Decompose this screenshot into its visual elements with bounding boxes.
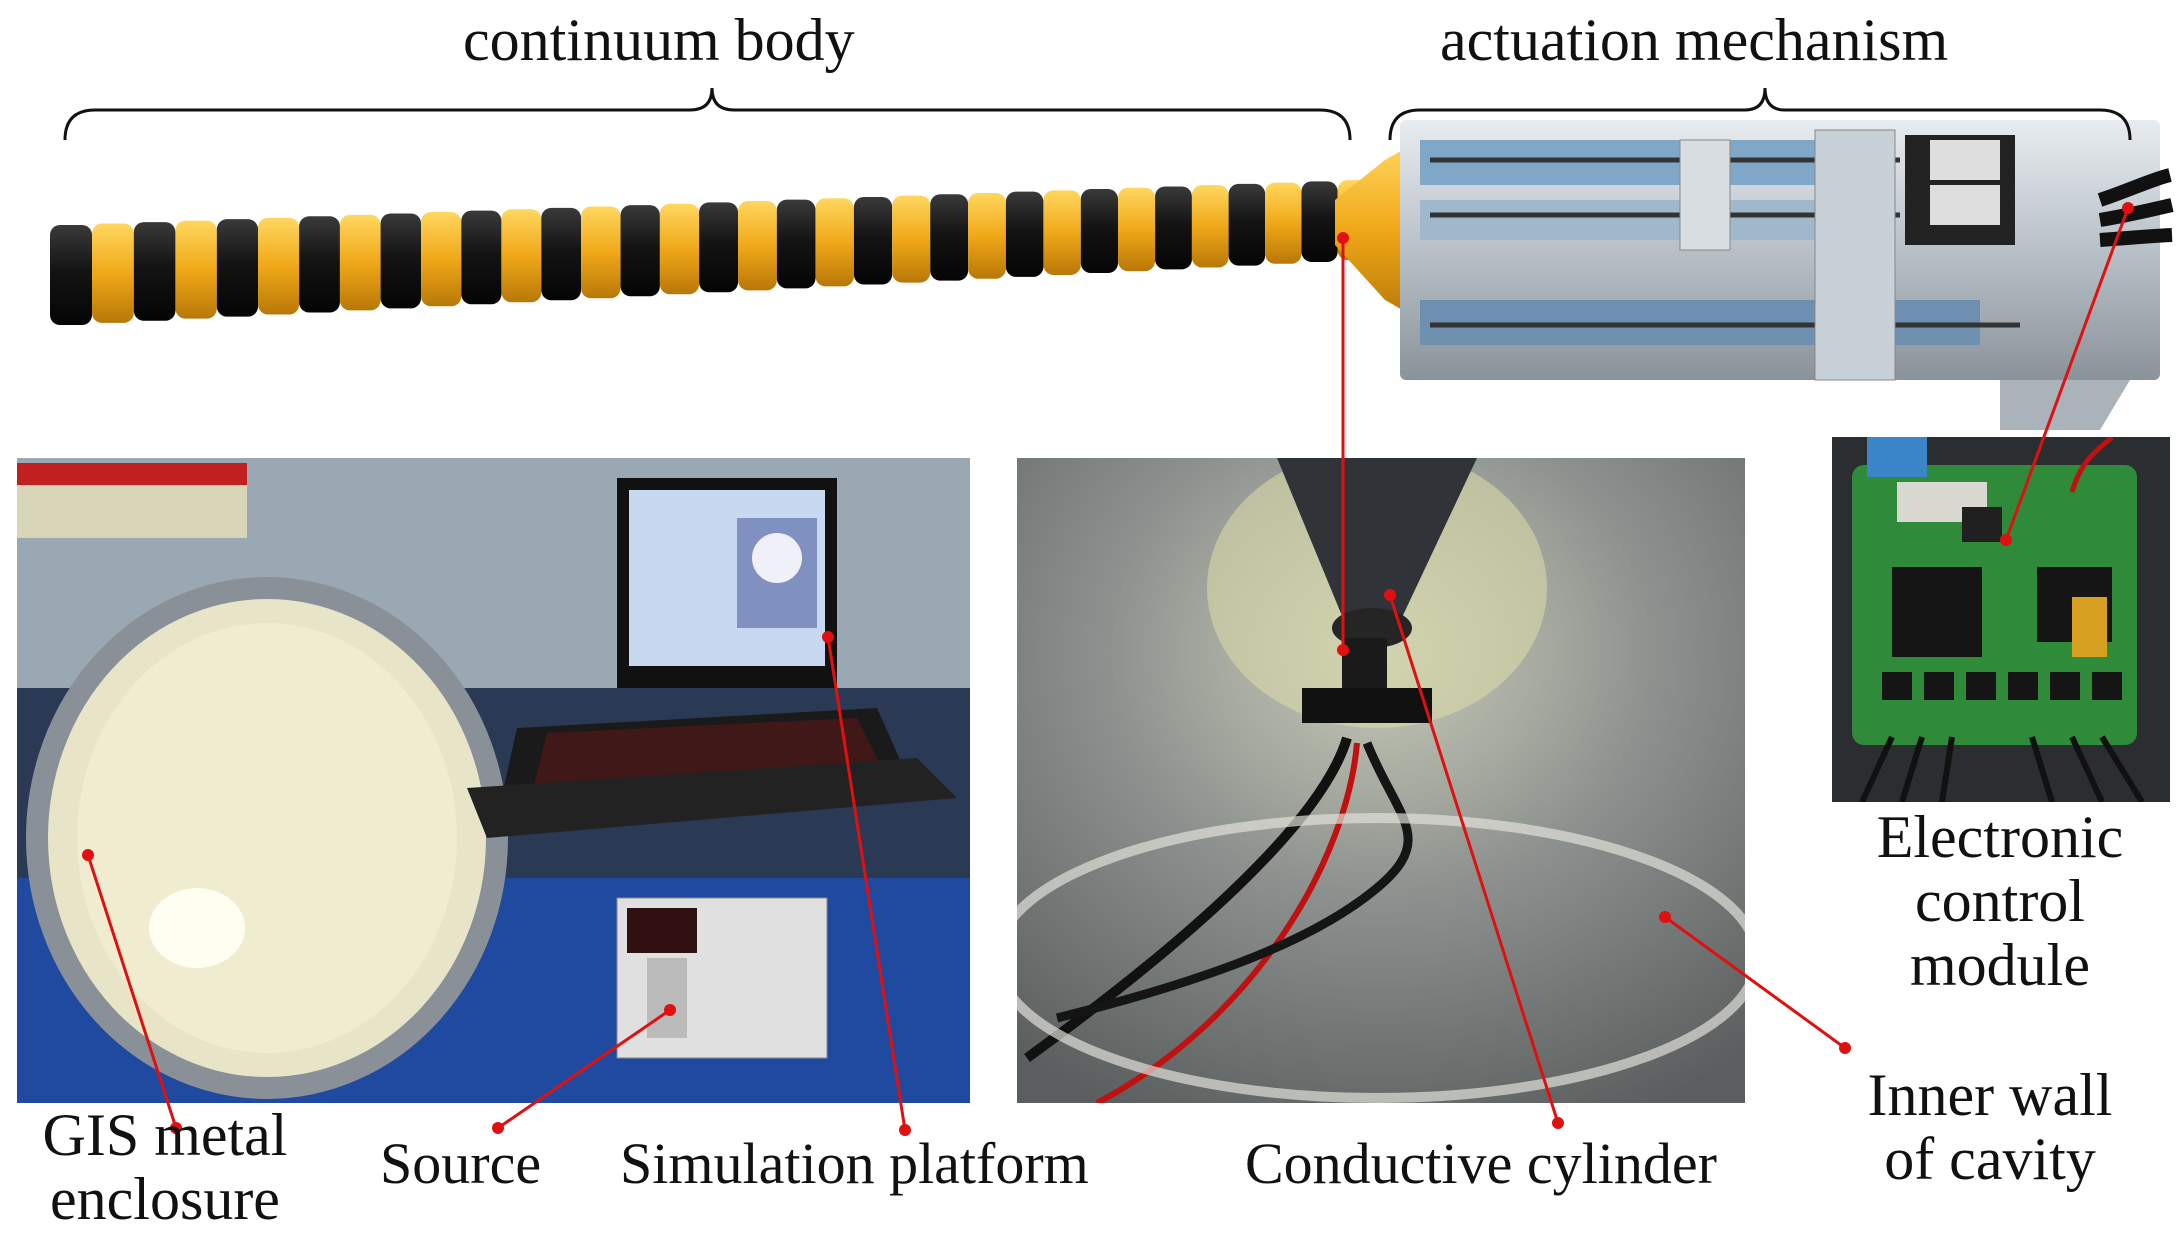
gold-ring-segment (339, 214, 381, 311)
black-ring-segment (299, 216, 340, 313)
label-electronic-control-module: Electronic control module (1876, 804, 2124, 998)
label-simulation-platform: Simulation platform (620, 1131, 1089, 1196)
continuum-robot-photo (50, 120, 2174, 430)
black-ring-segment (1155, 186, 1192, 270)
black-ring-segment (50, 225, 92, 325)
gold-ring-segment (421, 212, 462, 307)
black-ring-segment (1080, 189, 1119, 274)
gold-ring-segment (92, 223, 134, 323)
gold-ring-segment (581, 206, 621, 299)
gold-ring-segment (968, 192, 1006, 279)
gold-ring-segment (892, 195, 931, 283)
gold-ring-segment (738, 200, 777, 291)
gold-ring-segment (501, 209, 542, 303)
gold-ring-segment (175, 220, 217, 319)
actuation-frame (1400, 120, 2174, 430)
black-ring-segment (380, 213, 422, 309)
label-conductive-cylinder: Conductive cylinder (1245, 1131, 1717, 1196)
black-ring-segment (1228, 183, 1266, 266)
actuation-mechanism-bracket (1388, 87, 2132, 141)
gold-ring-segment (1191, 185, 1229, 268)
black-ring-segment (216, 219, 259, 317)
black-ring-segment (133, 222, 176, 321)
black-ring-segment (930, 194, 969, 281)
black-ring-segment (541, 207, 582, 301)
label-gis-metal-enclosure: GIS metal enclosure (42, 1102, 288, 1232)
base-flange (1335, 140, 1420, 320)
black-ring-segment (1005, 191, 1044, 277)
label-inner-wall-of-cavity: Inner wall of cavity (1867, 1062, 2113, 1192)
label-actuation-mechanism: actuation mechanism (1440, 7, 1949, 73)
black-ring-segment (699, 202, 739, 293)
black-ring-segment (1301, 181, 1338, 262)
gold-ring-segment (1043, 190, 1081, 275)
gold-ring-segment (258, 217, 300, 315)
pcb-photo (1832, 437, 2170, 802)
label-continuum-body: continuum body (463, 7, 855, 73)
leader-dots (82, 202, 2134, 1136)
leader-lines (86, 207, 2130, 1131)
gold-ring-segment (1118, 187, 1156, 272)
lab-setup-photo (17, 458, 970, 1103)
black-ring-segment (620, 205, 660, 297)
continuum-body-bracket (63, 87, 1352, 141)
gold-ring-segment (659, 203, 700, 295)
cavity-photo (1017, 458, 1745, 1103)
black-ring-segment (853, 196, 893, 285)
continuum-body-segments (50, 180, 1374, 325)
label-source: Source (380, 1131, 542, 1196)
gold-ring-segment (815, 198, 854, 287)
gold-ring-segment (1265, 182, 1302, 264)
black-ring-segment (461, 210, 502, 305)
black-ring-segment (776, 199, 816, 289)
